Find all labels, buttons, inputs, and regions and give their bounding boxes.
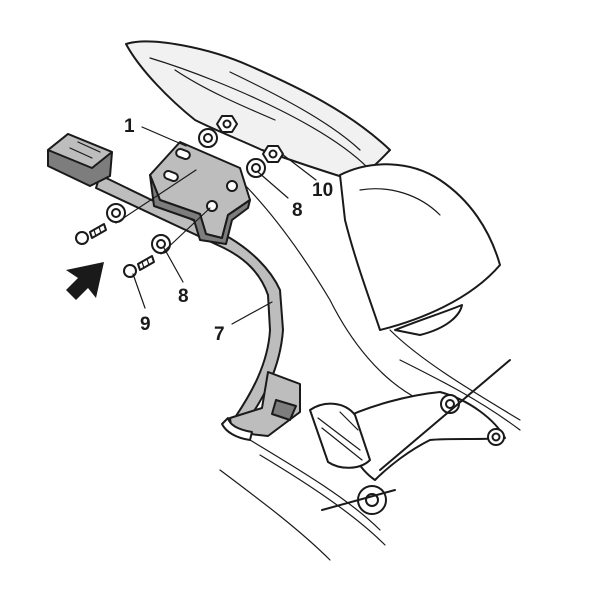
- hardware-upper: [198, 115, 284, 178]
- leader-lines: [115, 126, 317, 325]
- rear-cowl: [125, 40, 391, 181]
- bolt-lower: [123, 255, 155, 278]
- callout-8-lower: 8: [178, 286, 189, 307]
- callout-7: 7: [214, 324, 225, 345]
- callout-10: 10: [312, 180, 333, 201]
- arrow-icon: [66, 262, 104, 300]
- callout-9: 9: [140, 314, 151, 335]
- frame-lines: [219, 179, 521, 561]
- footpeg-bracket: [309, 359, 511, 515]
- bolt-upper: [75, 223, 107, 245]
- callout-1: 1: [124, 116, 135, 137]
- mounting-plate: [149, 141, 251, 245]
- seat: [339, 163, 501, 336]
- side-carrier-frame: [47, 133, 301, 441]
- callout-8-upper: 8: [292, 200, 303, 221]
